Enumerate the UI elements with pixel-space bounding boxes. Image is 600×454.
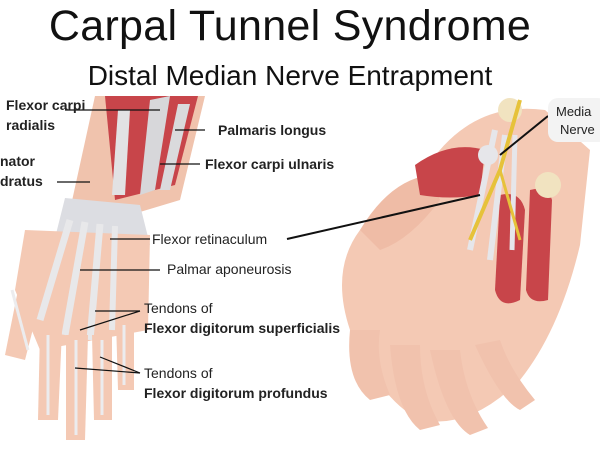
label-flexor-retinaculum: Flexor retinaculum: [152, 231, 268, 247]
label-tendons-profundus-line1: Tendons of: [144, 365, 213, 381]
label-tendons-superficialis-line2: Flexor digitorum superficialis: [144, 320, 341, 336]
label-tendons-superficialis-line1: Tendons of: [144, 300, 213, 316]
label-median-nerve-line1: Media: [556, 104, 592, 119]
left-forearm-hand: [5, 96, 205, 440]
label-flexor-carpi-ulnaris: Flexor carpi ulnaris: [205, 156, 335, 172]
label-palmaris-longus: Palmaris longus: [218, 122, 327, 138]
label-pronator-line1: nator: [0, 153, 35, 169]
label-palmar-aponeurosis: Palmar aponeurosis: [167, 261, 292, 277]
right-hand: [342, 98, 590, 435]
label-flexor-carpi-radialis-line1: Flexor carpi: [6, 97, 86, 113]
label-tendons-profundus-line2: Flexor digitorum profundus: [144, 385, 328, 401]
page-subtitle: Distal Median Nerve Entrapment: [87, 60, 493, 91]
leader-lines: [57, 109, 549, 374]
label-pronator-line2: dratus: [0, 173, 43, 189]
page-title: Carpal Tunnel Syndrome: [48, 2, 532, 50]
label-flexor-carpi-radialis-line2: radialis: [6, 117, 56, 133]
median-nerve-callout: [548, 98, 600, 142]
label-median-nerve-line2: Nerve: [560, 122, 595, 137]
